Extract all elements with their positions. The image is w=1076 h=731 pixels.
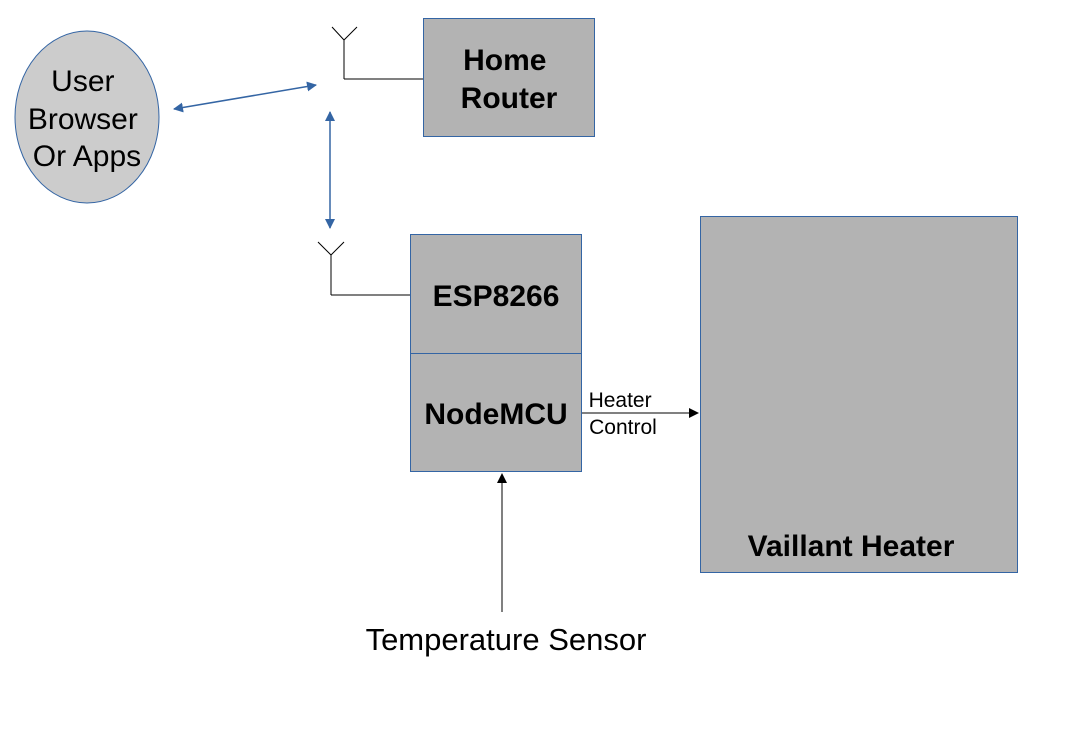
router-antenna-icon <box>331 26 423 80</box>
user-label-line-3: Or Apps <box>33 140 141 173</box>
router-label-line-2: Router <box>461 82 558 115</box>
heater-control-label-line-2: Control <box>589 416 657 439</box>
esp8266-label: ESP8266 <box>433 280 560 313</box>
user-label-line-1: User <box>51 65 114 98</box>
svg-text:Home Router: Home Router <box>461 44 558 115</box>
heater-node: Vaillant Heater <box>700 216 1018 573</box>
esp8266-box <box>410 234 582 354</box>
nodemcu-box <box>410 353 582 472</box>
nodemcu-label: NodeMCU <box>424 398 567 431</box>
heater-control-label: Heater Control <box>589 389 658 439</box>
heater-label: Vaillant Heater <box>748 530 955 563</box>
heater-control-label-line-1: Heater <box>589 389 652 412</box>
router-label-line-1: Home <box>463 44 546 77</box>
esp8266-node: ESP8266 <box>410 234 582 354</box>
sensor-label: Temperature Sensor <box>366 622 647 657</box>
esp-antenna-icon <box>317 241 411 296</box>
heater-box <box>700 216 1018 573</box>
user-label-line-2: Browser <box>28 103 138 136</box>
router-box <box>423 18 595 137</box>
user-ellipse <box>14 30 160 204</box>
svg-text:User Browser Or Ap: User Browser Or Apps <box>28 65 146 173</box>
user-wifi-link-arrow <box>173 81 317 113</box>
user-node: User Browser Or Apps <box>14 30 160 204</box>
router-node: Home Router <box>423 18 595 137</box>
nodemcu-node: NodeMCU <box>410 353 582 472</box>
